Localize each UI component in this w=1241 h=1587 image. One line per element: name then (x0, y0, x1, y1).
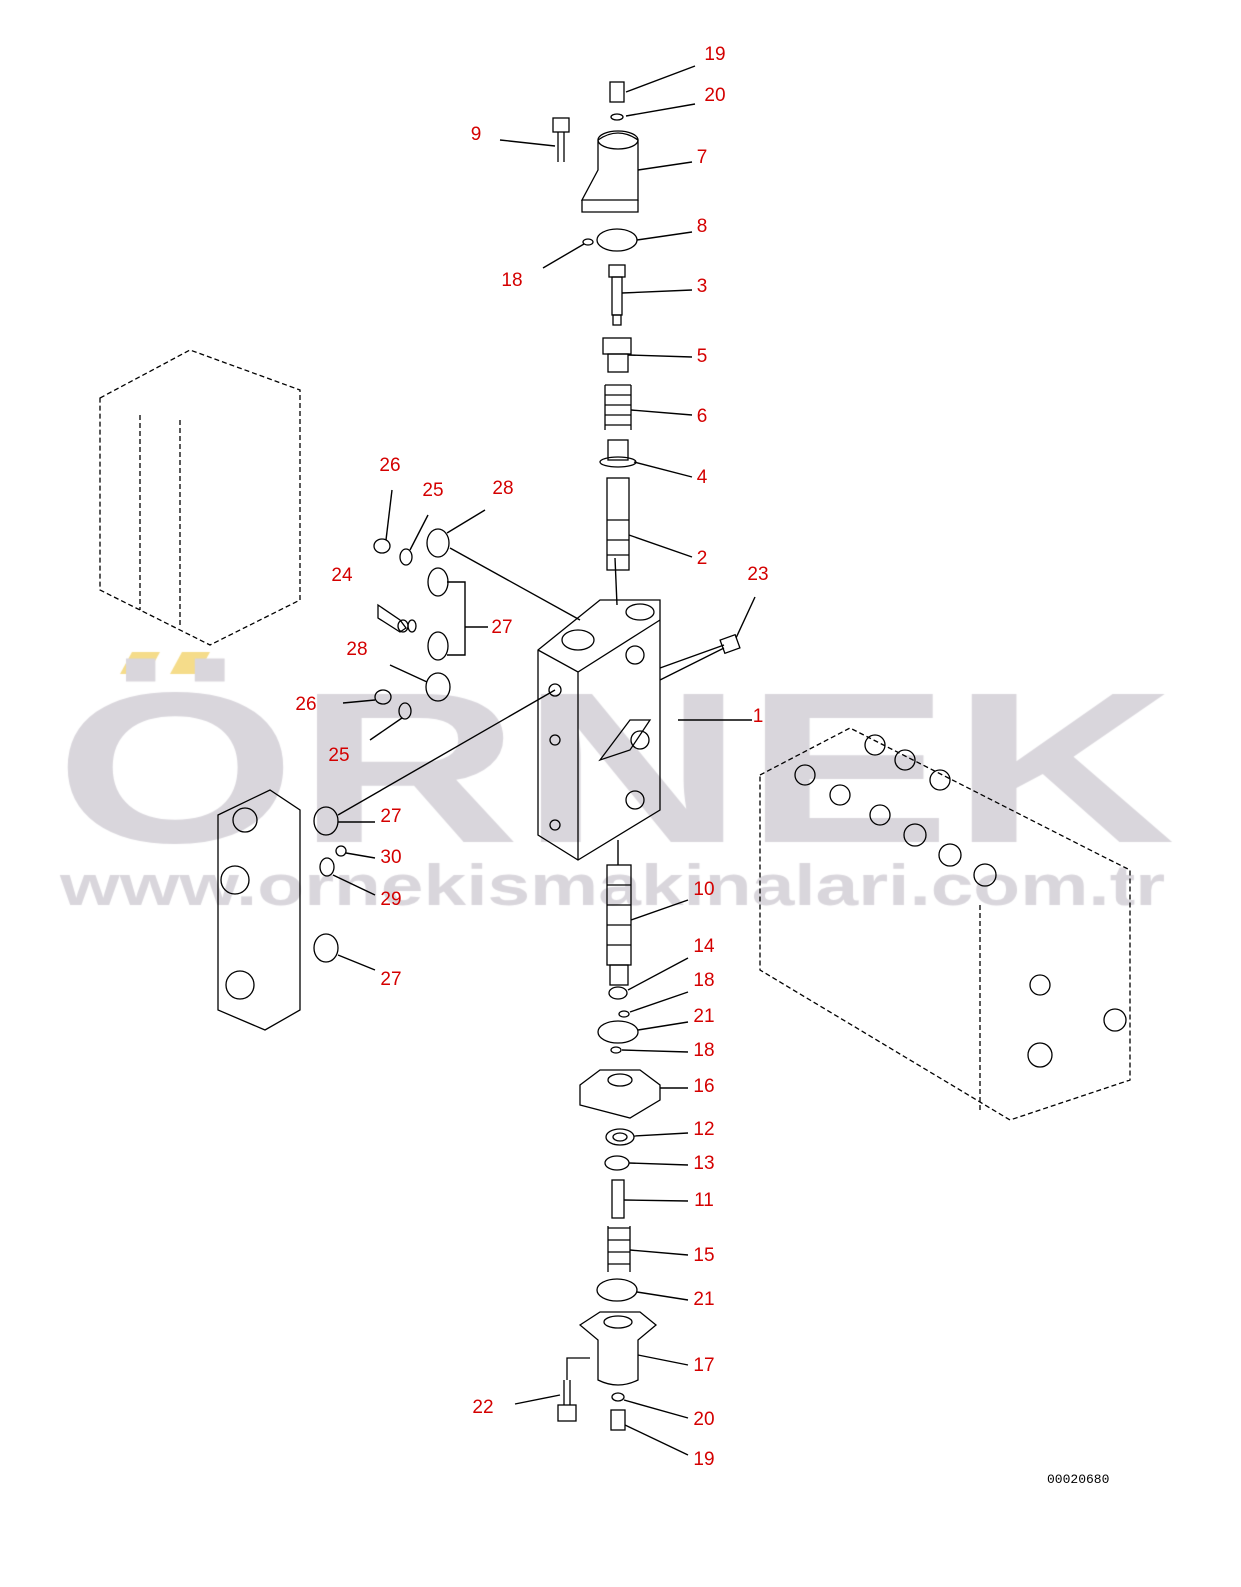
o-ring-20-top (610, 113, 624, 121)
callout-6: 6 (696, 406, 708, 427)
callout-27: 27 (380, 969, 402, 990)
o-ring-20-bottom (611, 1392, 625, 1402)
o-ring-21-upper (597, 1020, 639, 1044)
spool-2 (606, 477, 630, 571)
o-ring-27-lower (313, 933, 339, 963)
callout-25: 25 (422, 480, 444, 501)
bolt-9 (552, 117, 570, 162)
callout-13: 13 (693, 1153, 715, 1174)
callout-26: 26 (379, 455, 401, 476)
o-ring-18-b (618, 1010, 630, 1018)
callout-28: 28 (346, 639, 368, 660)
pin-24 (377, 603, 417, 633)
callout-27: 27 (491, 617, 513, 638)
callout-21: 21 (693, 1289, 715, 1310)
retainer-5 (602, 337, 632, 373)
o-ring-25-upper (399, 548, 413, 566)
callout-18: 18 (693, 970, 715, 991)
leader-lines (332, 65, 756, 1456)
callout-30: 30 (380, 847, 402, 868)
backup-ring-26-lower (374, 689, 392, 705)
callout-4: 4 (696, 467, 708, 488)
cover-17 (578, 1311, 658, 1386)
callout-28: 28 (492, 478, 514, 499)
o-ring-28-lower (425, 672, 451, 702)
callout-3: 3 (696, 276, 708, 297)
valve-assembly-right (759, 727, 1131, 1121)
o-ring-27-mid (313, 806, 339, 836)
callout-22: 22 (472, 1397, 494, 1418)
valve-block-left-small (217, 789, 301, 1031)
o-ring-18-top (582, 238, 594, 246)
backup-ring-26-upper (373, 538, 391, 554)
drawing-code: 00020680 (1047, 1472, 1110, 1487)
callout-7: 7 (696, 147, 708, 168)
callout-21: 21 (693, 1006, 715, 1027)
callout-24: 24 (331, 565, 353, 586)
callout-26: 26 (295, 694, 317, 715)
callout-5: 5 (696, 346, 708, 367)
o-ring-27-upper-b (427, 631, 449, 661)
o-ring-25-lower (398, 702, 412, 720)
retainer-12 (605, 1128, 635, 1146)
holes-right (794, 734, 1127, 1068)
o-ring-27-upper-a (427, 567, 449, 597)
o-ring-28-upper (426, 528, 450, 558)
callout-15: 15 (693, 1245, 715, 1266)
callout-10: 10 (693, 879, 715, 900)
cover-7 (580, 130, 639, 213)
o-ring-30 (335, 845, 347, 857)
bolt-22 (557, 1357, 590, 1422)
plug-23 (719, 633, 741, 655)
ring-13 (604, 1155, 630, 1171)
piston-3 (608, 264, 626, 326)
ring-14 (608, 986, 628, 1000)
plug-19-top (609, 81, 625, 103)
callout-20: 20 (704, 85, 726, 106)
spool-10 (606, 864, 632, 986)
callout-29: 29 (380, 889, 402, 910)
callout-20: 20 (693, 1409, 715, 1430)
seat-4 (599, 439, 637, 468)
callout-1: 1 (752, 706, 764, 727)
spring-15 (607, 1226, 631, 1272)
callout-16: 16 (693, 1076, 715, 1097)
o-ring-21-lower (596, 1278, 638, 1302)
o-ring-18-c (610, 1046, 622, 1054)
callout-27: 27 (380, 806, 402, 827)
callout-9: 9 (470, 124, 482, 145)
callout-2: 2 (696, 548, 708, 569)
o-ring-29 (319, 857, 335, 877)
callout-8: 8 (696, 216, 708, 237)
plug-19-bottom (610, 1409, 626, 1431)
callout-19: 19 (693, 1449, 715, 1470)
callout-19: 19 (704, 44, 726, 65)
spool-11 (611, 1179, 625, 1219)
valve-section-body (537, 599, 661, 861)
o-ring-8 (596, 228, 638, 252)
cover-16 (579, 1069, 661, 1119)
spring-6 (604, 384, 632, 430)
callout-12: 12 (693, 1119, 715, 1140)
callout-17: 17 (693, 1355, 715, 1376)
callout-18: 18 (501, 270, 523, 291)
valve-assembly-left (99, 349, 301, 646)
callout-25: 25 (328, 745, 350, 766)
callout-11: 11 (694, 1190, 714, 1211)
callout-23: 23 (747, 564, 769, 585)
callout-14: 14 (693, 936, 715, 957)
callout-18: 18 (693, 1040, 715, 1061)
